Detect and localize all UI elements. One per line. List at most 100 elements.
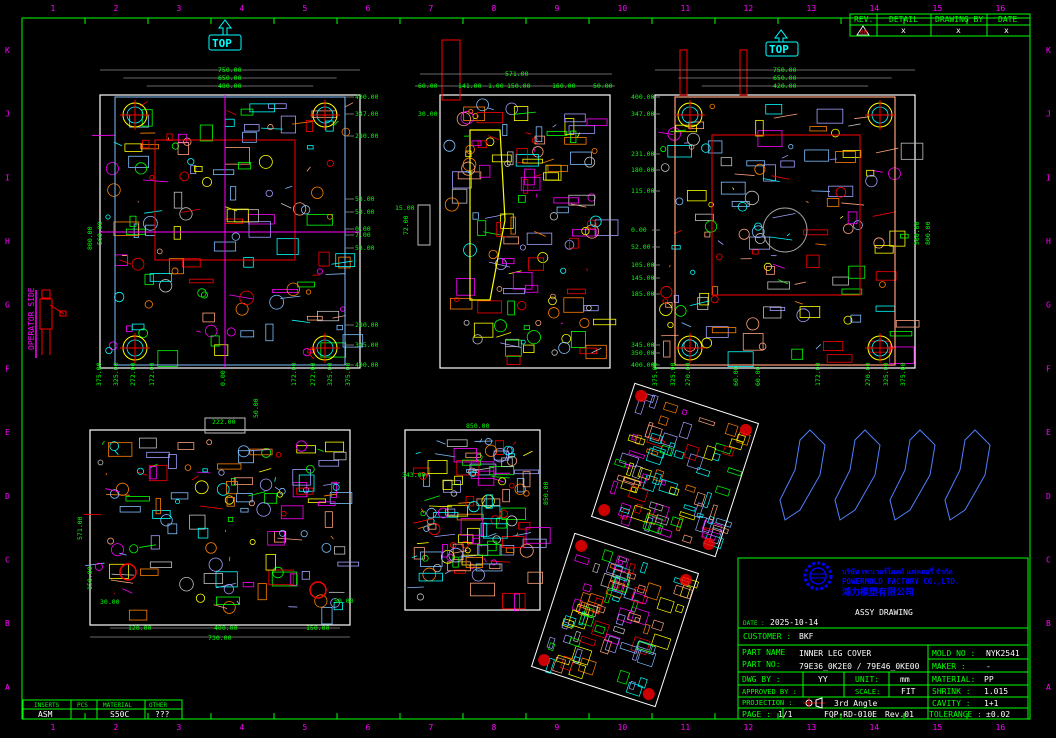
drawing-line (250, 449, 270, 452)
component-outline (329, 492, 353, 504)
drawing-line (306, 166, 311, 172)
drawing-line (811, 190, 830, 192)
drawing-line (106, 494, 130, 496)
component-outline (553, 197, 579, 204)
drawing-line (479, 438, 483, 443)
side-left-dimension: 30.00 (418, 110, 438, 118)
drawing-line (229, 294, 253, 300)
iso-component (645, 448, 659, 456)
drawing-line (248, 491, 266, 497)
front-left-dimension: 800.00 (86, 226, 94, 250)
component-outline (181, 258, 201, 268)
hole (300, 530, 308, 538)
hole (326, 159, 334, 167)
isometric-view-cavity (530, 532, 700, 708)
component-outline (244, 124, 260, 132)
hole (301, 205, 311, 215)
component-outline (338, 256, 351, 269)
component-outline (564, 137, 587, 145)
hole (314, 594, 328, 608)
hole (744, 190, 760, 206)
drawing-line (872, 170, 883, 173)
hole (156, 248, 163, 255)
back-bottom-dimension: 60.00 (754, 366, 762, 386)
component-outline (699, 292, 710, 306)
component-outline (177, 142, 189, 155)
iso-component (578, 613, 595, 627)
hole (754, 163, 766, 175)
section-view-2 (404, 429, 551, 612)
drawing-line (762, 178, 780, 182)
iso-component (670, 516, 684, 528)
drawing-by-header: DRAWING BY (935, 15, 983, 24)
hole (488, 249, 498, 260)
front-right-dimension: 53.00 (355, 208, 375, 216)
iso-fitting (642, 688, 655, 701)
cavity-outline (711, 134, 861, 296)
ruler-column-bottom: 11 (681, 723, 691, 732)
component-outline (526, 232, 553, 245)
component-outline (454, 475, 463, 485)
iso-component (604, 589, 613, 604)
iso-component (604, 635, 620, 654)
iso-component (609, 568, 632, 588)
plate-outline (654, 94, 916, 369)
hole (171, 267, 179, 275)
hole (584, 156, 596, 168)
iso-component (724, 422, 739, 437)
component-outline (265, 554, 276, 571)
drawing-line (259, 468, 272, 473)
mold-no-value: NYK2541 (986, 649, 1020, 658)
ruler-column-top: 12 (744, 4, 754, 13)
unit-value: mm (900, 675, 910, 684)
back-bottom-dimension: 270.00 (864, 362, 872, 386)
front-right-dimension: 53.00 (355, 195, 375, 203)
hole (704, 220, 718, 233)
iso-component (561, 618, 575, 629)
drawing-line (591, 347, 602, 354)
part-no-value: 79E36_0K2E0 / 79E46_0KE00 (799, 662, 920, 671)
ruler-column-top: 7 (429, 4, 434, 13)
iso-component (695, 467, 711, 477)
revision-triangle-icon (856, 25, 870, 36)
side-top-dimension: 150.00 (507, 82, 531, 90)
hole (708, 201, 714, 208)
component-outline (826, 198, 840, 207)
component-outline (240, 507, 249, 513)
ruler-row-right: C (1046, 555, 1051, 564)
section-bottom-dimension: 400.00 (214, 624, 238, 632)
component-outline (336, 324, 343, 331)
component-outline (189, 514, 206, 530)
drawing-line (330, 535, 334, 540)
hole (584, 224, 600, 239)
component-outline (189, 278, 214, 284)
hole (468, 501, 480, 513)
component-outline (704, 231, 711, 238)
component-outline (124, 143, 143, 152)
hole (519, 244, 526, 251)
component-outline (248, 221, 271, 238)
hole (179, 207, 193, 221)
iso-component (653, 469, 665, 483)
component-outline (167, 523, 178, 535)
hole (184, 464, 192, 471)
hole (879, 281, 886, 288)
hole (667, 321, 674, 329)
drawing-line (689, 300, 710, 306)
revision-number: Rev.01 (885, 710, 914, 719)
hole (560, 267, 567, 274)
drawing-line (681, 322, 692, 328)
iso-component (612, 625, 626, 635)
iso-component (686, 453, 704, 471)
component-outline (527, 571, 543, 584)
component-outline (477, 140, 487, 149)
component-outline (720, 157, 733, 167)
iso-component (562, 615, 577, 628)
iso-component (611, 575, 631, 594)
component-outline (832, 276, 849, 286)
component-outline (507, 300, 515, 316)
company-logo: บริษัท เพาเวอร์โมลด์ แฟคตอรี่ จำกัด POWE… (803, 561, 959, 598)
section-bottom-dimension: 50.00 (334, 597, 354, 605)
iso-component (616, 669, 631, 685)
component-outline (499, 544, 515, 556)
